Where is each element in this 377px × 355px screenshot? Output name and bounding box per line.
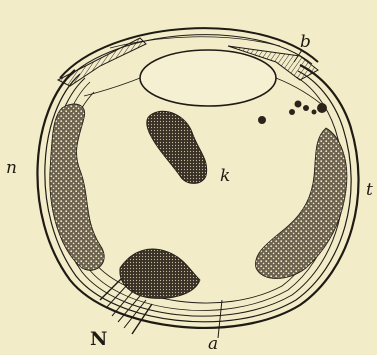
label-a: a [208,336,218,353]
tumor-mass-left [50,104,104,270]
nodules [258,101,327,125]
lens [140,50,276,106]
label-n: n [6,160,17,177]
tumor-mass-bottom [120,249,200,299]
label-t: t [366,182,373,199]
iris-left [58,38,146,86]
label-k: k [220,168,230,185]
label-b: b [300,34,311,51]
leader-line-a [218,300,222,338]
label-N: N [90,330,107,349]
floating-mass-k [147,111,207,183]
